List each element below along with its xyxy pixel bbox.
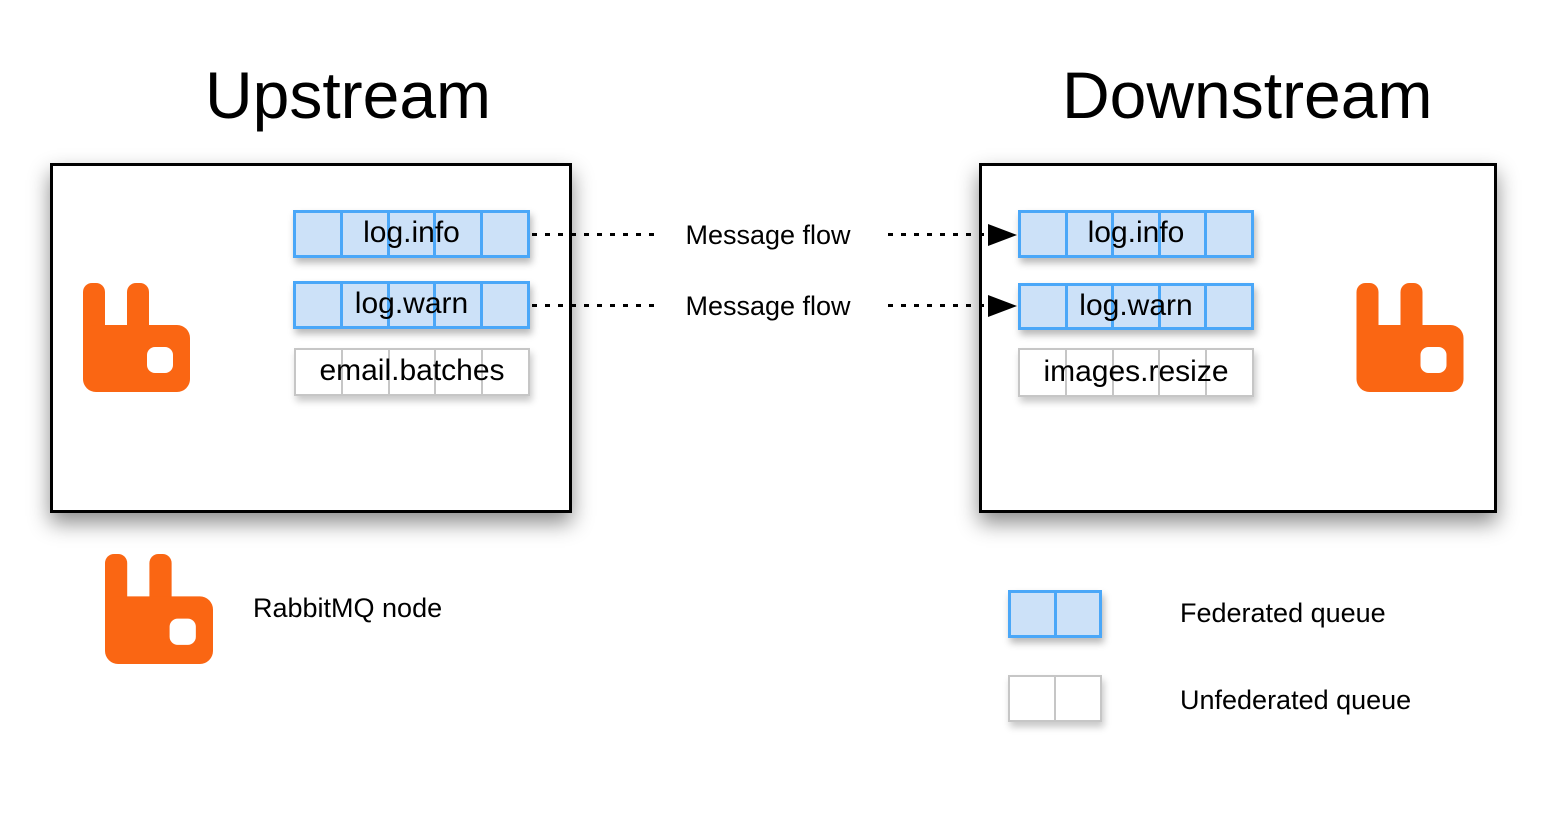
queue-label: log.warn — [354, 287, 469, 321]
message-flow-dotted-line — [532, 233, 662, 236]
queue-cell — [340, 350, 388, 394]
queue-cell — [433, 284, 480, 326]
queue-label: images.resize — [1043, 354, 1229, 388]
queue-cell — [434, 350, 481, 394]
queue-cell — [1053, 593, 1100, 635]
upstream-title: Upstream — [204, 58, 492, 132]
legend-federated-label: Federated queue — [1180, 598, 1386, 628]
downstream-queue-log-warn: log.warn — [1018, 283, 1254, 330]
queue-label: log.warn — [1079, 288, 1193, 322]
message-flow-dotted-line — [532, 304, 662, 307]
queue-cell — [1111, 350, 1159, 395]
upstream-rabbitmq-logo-icon — [83, 283, 190, 392]
upstream-queue-log-info: log.info — [293, 210, 530, 258]
queue-label: log.info — [363, 216, 460, 250]
queue-cell — [1204, 286, 1251, 327]
downstream-queue-log-info: log.info — [1018, 210, 1254, 258]
legend-unfederated-swatch — [1008, 675, 1102, 722]
downstream-queue-images-resize: images.resize — [1018, 348, 1254, 397]
queue-cell — [1111, 286, 1158, 327]
queue-cell — [1010, 677, 1054, 720]
legend-federated-swatch — [1008, 590, 1102, 638]
queue-cell — [1111, 213, 1158, 255]
arrowhead-icon — [988, 224, 1017, 246]
queue-cell — [480, 284, 527, 326]
queue-label: email.batches — [319, 354, 505, 388]
downstream-rabbitmq-logo-icon — [1355, 283, 1465, 392]
queue-cell — [1064, 213, 1112, 255]
queue-cell — [1158, 350, 1205, 395]
queue-cell — [480, 213, 527, 255]
queue-cell — [1064, 350, 1112, 395]
queue-cell — [1064, 286, 1112, 327]
legend-rabbitmq-logo-icon — [105, 553, 213, 665]
queue-cell — [386, 213, 434, 255]
message-flow-label: Message flow — [685, 291, 851, 321]
queue-cell — [1204, 213, 1251, 255]
queue-cell — [1054, 677, 1100, 720]
queue-cell — [1157, 213, 1205, 255]
upstream-queue-log-warn: log.warn — [293, 281, 530, 329]
queue-cell — [387, 350, 435, 394]
queue-cell — [386, 284, 434, 326]
queue-cell — [481, 350, 528, 394]
queue-cell — [1205, 350, 1252, 395]
queue-label: log.info — [1087, 216, 1185, 250]
queue-cell — [1157, 286, 1205, 327]
message-flow-dotted-line — [888, 304, 986, 307]
queue-cell — [339, 213, 387, 255]
upstream-queue-email-batches: email.batches — [294, 348, 530, 396]
queue-cell — [1011, 593, 1054, 635]
message-flow-dotted-line — [888, 233, 986, 236]
arrowhead-icon — [988, 295, 1017, 317]
queue-cell — [433, 213, 480, 255]
message-flow-label: Message flow — [685, 220, 851, 250]
legend-unfederated-label: Unfederated queue — [1180, 685, 1412, 715]
queue-cell — [339, 284, 387, 326]
downstream-title: Downstream — [1062, 58, 1433, 132]
legend-node-label: RabbitMQ node — [253, 593, 443, 623]
